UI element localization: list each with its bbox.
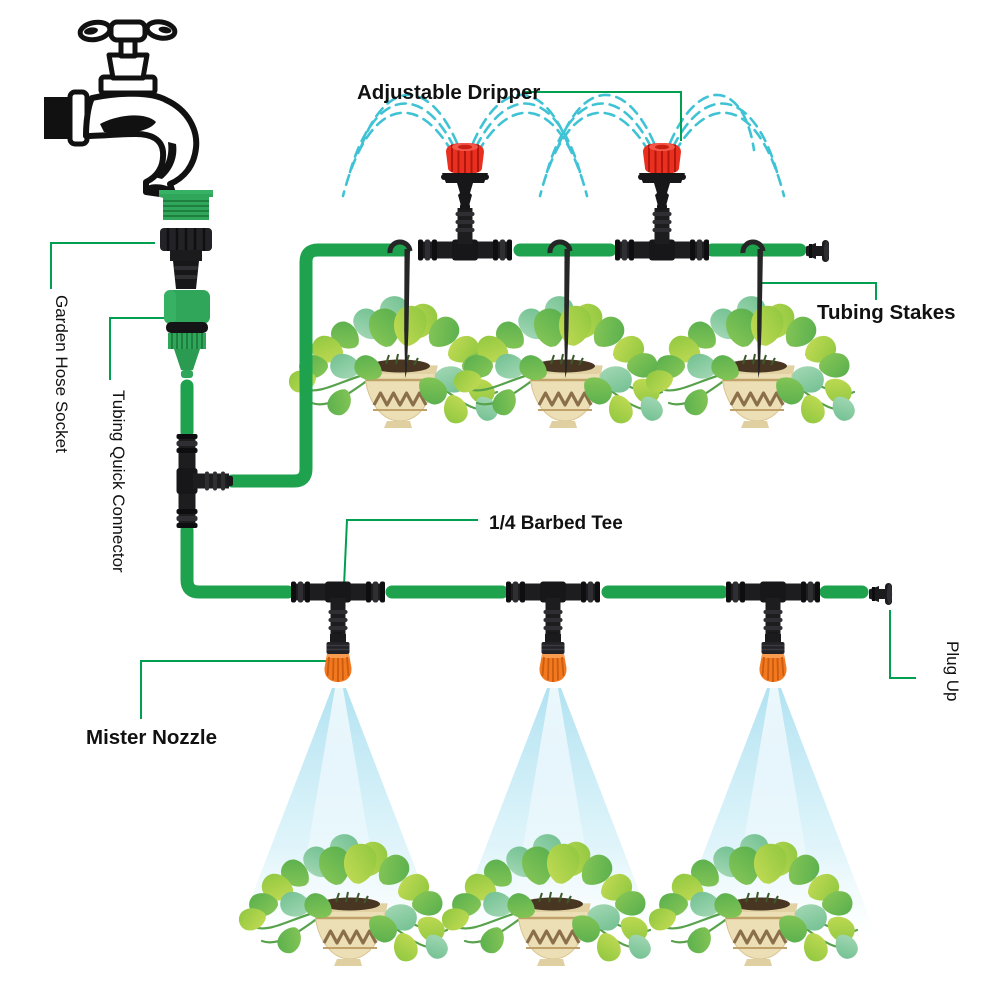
barbed-tee (418, 204, 512, 261)
barbed-tee (291, 581, 385, 638)
barbed-tee (615, 204, 709, 261)
barbed-tee (726, 581, 820, 638)
mister-nozzle-part (538, 633, 568, 683)
adjustable-dripper-part (440, 142, 490, 207)
label-tubing-stakes: Tubing Stakes (817, 301, 956, 324)
supply-tube (180, 243, 869, 599)
label-tubing-quick-connector: Tubing Quick Connector (109, 390, 128, 573)
leader-lines (50, 91, 916, 719)
adjustable-dripper-part (637, 142, 687, 207)
faucet (44, 19, 200, 199)
mister-nozzle-part (323, 633, 353, 683)
spray-arcs (341, 93, 786, 198)
tubing-quick-connector-part (164, 290, 210, 378)
barbed-tee (506, 581, 600, 638)
faucet-handle (77, 19, 178, 43)
end-plug (806, 240, 830, 262)
garden-hose-socket-part (160, 228, 212, 289)
tap-thread-adapter (159, 190, 213, 220)
end-plug (869, 583, 893, 605)
label-barbed-tee: 1/4 Barbed Tee (489, 513, 623, 534)
label-garden-hose-socket: Garden Hose Socket (52, 295, 71, 453)
label-plug-up: Plug Up (943, 641, 962, 701)
label-adjustable-dripper: Adjustable Dripper (357, 81, 540, 104)
mister-nozzle-part (758, 633, 788, 683)
label-mister-nozzle: Mister Nozzle (86, 726, 217, 749)
left-branch-tee (176, 434, 233, 528)
